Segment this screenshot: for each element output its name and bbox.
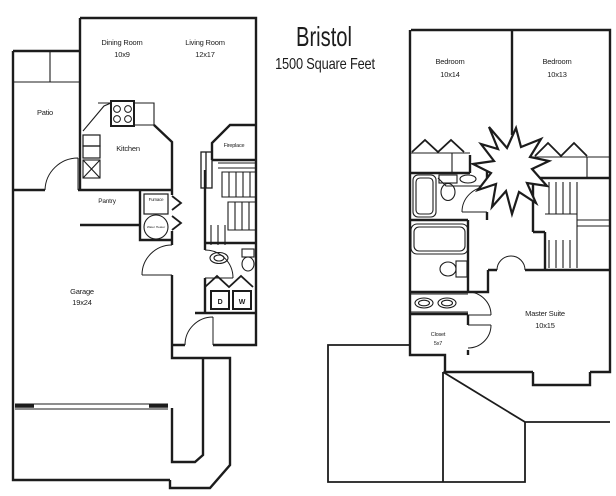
label-washer: W bbox=[239, 299, 246, 306]
label-fireplace: Fireplace bbox=[224, 143, 245, 149]
stairs-second-floor bbox=[545, 182, 610, 268]
master-bathtub bbox=[410, 223, 469, 255]
master-toilet bbox=[439, 260, 468, 278]
hall-bathtub bbox=[412, 174, 437, 218]
label-patio: Patio bbox=[37, 108, 53, 117]
half-bath-toilet bbox=[241, 248, 255, 272]
refrigerator bbox=[82, 134, 101, 159]
label-garage: Garage bbox=[70, 287, 94, 296]
plan-subtitle: 1500 Square Feet bbox=[275, 56, 375, 74]
first-floor-door-swings bbox=[44, 157, 234, 346]
label-furnace: Furnace bbox=[149, 197, 164, 202]
water-heater-circle bbox=[143, 214, 169, 240]
label-garage-size: 19x24 bbox=[72, 298, 91, 307]
label-bedroom-right-size: 10x13 bbox=[547, 70, 566, 79]
label-bedroom-right: Bedroom bbox=[542, 57, 571, 66]
plan-title: Bristol bbox=[296, 22, 352, 53]
label-living-room: Living Room bbox=[185, 38, 225, 47]
washer-box bbox=[232, 290, 252, 310]
label-kitchen: Kitchen bbox=[116, 144, 140, 153]
lower-footprint-outline bbox=[327, 344, 610, 483]
label-dining-size: 10x9 bbox=[114, 50, 129, 59]
furnace-box bbox=[143, 193, 169, 215]
label-pantry: Pantry bbox=[98, 198, 117, 205]
kitchen-cabinet bbox=[82, 159, 101, 179]
patio-lines bbox=[13, 51, 80, 83]
label-master-suite-size: 10x15 bbox=[535, 321, 554, 330]
second-floor-plan bbox=[327, 28, 612, 483]
laundry-bifold-doors bbox=[204, 274, 254, 289]
label-bedroom-left-size: 10x14 bbox=[440, 70, 459, 79]
first-floor-plan bbox=[11, 16, 258, 490]
second-floor-door-swings bbox=[461, 186, 526, 349]
label-master-suite: Master Suite bbox=[525, 309, 565, 318]
master-vanity bbox=[410, 293, 468, 313]
label-dining-room: Dining Room bbox=[101, 38, 142, 47]
dryer-box bbox=[210, 290, 230, 310]
label-closet: Closet bbox=[431, 332, 446, 338]
bifold-door-wedges bbox=[171, 195, 183, 231]
stove bbox=[110, 100, 135, 127]
label-bedroom-left: Bedroom bbox=[435, 57, 464, 66]
label-living-size: 12x17 bbox=[195, 50, 214, 59]
closet-bifold-doors bbox=[411, 138, 588, 158]
hallway-door-star bbox=[469, 124, 553, 218]
closet-shelves bbox=[411, 152, 610, 178]
label-closet-size: 5x7 bbox=[434, 341, 442, 347]
plan-labels: Bristol 1500 Square Feet Dining Room 10x… bbox=[37, 22, 572, 347]
label-water-heater: Water Heater bbox=[147, 225, 165, 229]
hall-toilet bbox=[438, 174, 458, 202]
stove-burners bbox=[113, 105, 132, 123]
kitchen-counter bbox=[82, 102, 155, 132]
label-dryer: D bbox=[218, 299, 223, 306]
stairs-first-floor bbox=[210, 162, 257, 245]
garage-door-line bbox=[15, 403, 168, 410]
hall-bath-sink bbox=[437, 174, 487, 187]
fireplace-hearth bbox=[200, 151, 213, 189]
